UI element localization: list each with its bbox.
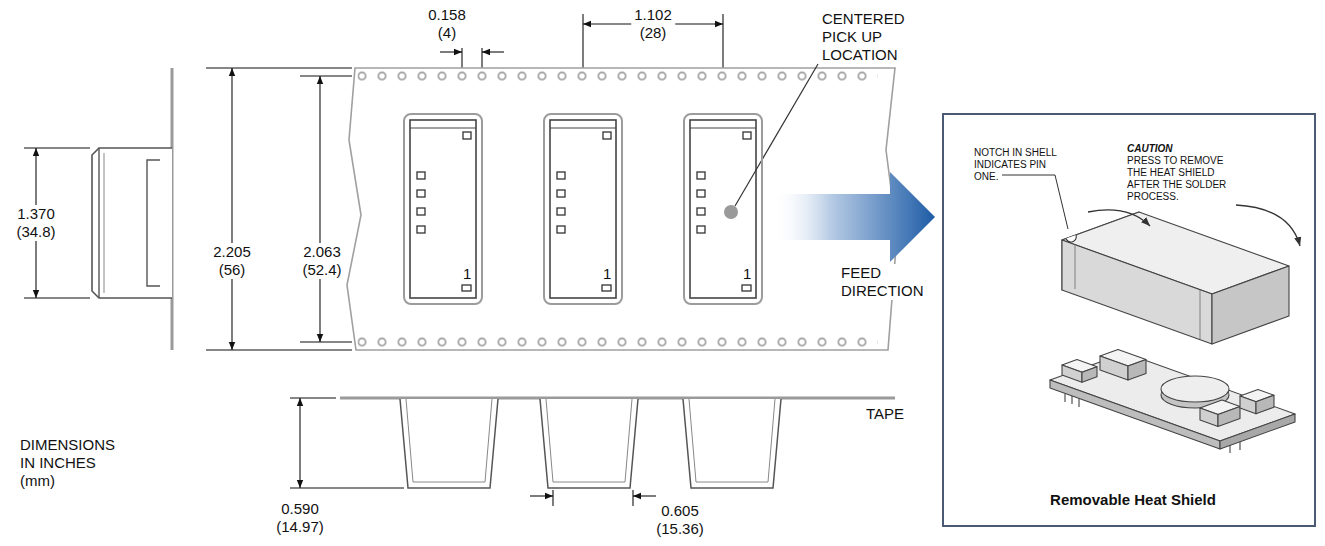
dimension-lines	[231, 68, 232, 350]
heat-shield-illustration	[1002, 175, 1300, 453]
side-view-part	[92, 148, 172, 298]
note-text: NOTCH IN SHELL INDICATES PIN ONE.	[974, 147, 1062, 183]
heat-shield-illustration	[1236, 205, 1300, 246]
dimension-lines	[482, 51, 504, 52]
feed-arrow	[772, 172, 935, 262]
inset-panel: NOTCH IN SHELL INDICATES PIN ONE. CAUTION…	[942, 113, 1316, 527]
dimension-lines	[319, 76, 320, 342]
heat-shield-illustration	[1062, 365, 1082, 382]
dimension-lines	[300, 75, 352, 76]
direction-label: FEED DIRECTION	[838, 264, 927, 300]
heat-shield-illustration	[1218, 407, 1240, 427]
side-view-part	[104, 153, 105, 293]
pick-up-marker	[724, 205, 738, 219]
side-view-part	[147, 160, 160, 286]
dimension-lines	[299, 398, 300, 488]
dimension-label: 1.370 (34.8)	[13, 205, 58, 241]
heat-shield-illustration	[1200, 290, 1201, 339]
dimension-lines	[633, 495, 656, 496]
pin-one-mark: 1	[743, 265, 751, 283]
heat-shield-illustration	[1065, 394, 1240, 453]
dimension-lines	[206, 349, 352, 350]
dimension-lines	[530, 495, 553, 496]
heat-shield-illustration	[1088, 210, 1150, 226]
heat-shield-illustration	[1256, 395, 1274, 414]
dimension-lines	[24, 297, 90, 298]
callout-note: CENTERED PICK UP LOCATION	[822, 10, 922, 64]
dimension-label: 0.605 (15.36)	[656, 502, 704, 538]
dimension-lines	[632, 490, 633, 506]
pick-up-marker	[735, 64, 818, 206]
heat-shield-illustration	[1240, 396, 1256, 414]
tape-side-view	[406, 399, 492, 482]
part-name: TAPE	[866, 405, 904, 423]
heat-shield-illustration	[1062, 240, 1212, 344]
carrier-tape	[550, 120, 616, 298]
dimension-lines	[290, 487, 404, 488]
dimension-lines	[300, 341, 352, 342]
feed-arrow	[772, 172, 935, 262]
carrier-tape	[410, 120, 476, 298]
pin-one-mark: 1	[603, 265, 611, 283]
carrier-tape	[358, 338, 878, 347]
caution-text: PRESS TO REMOVE THE HEAT SHIELD AFTER TH…	[1127, 155, 1231, 203]
heat-shield-illustration	[1200, 408, 1218, 427]
carrier-tape	[690, 120, 756, 298]
dimension-lines	[206, 67, 352, 68]
carrier-pocket: 1	[403, 113, 483, 305]
dimension-label: 2.063 (52.4)	[299, 243, 344, 279]
dimension-lines	[440, 51, 462, 52]
tape-side-view	[683, 399, 781, 488]
side-view-part	[98, 148, 99, 298]
heat-shield-illustration	[1161, 376, 1229, 402]
figure-caption: Removable Heat Shield	[948, 491, 1318, 509]
heat-shield-illustration	[1002, 175, 1068, 229]
pin-one-mark: 1	[463, 265, 471, 283]
caution-heading: CAUTION	[1127, 143, 1173, 155]
carrier-pocket: 1	[683, 113, 763, 305]
dimension-label: 2.205 (56)	[210, 243, 254, 279]
tape-side-view	[400, 399, 498, 488]
dimension-lines	[552, 490, 553, 506]
carrier-tape	[358, 72, 878, 81]
heat-shield-illustration	[1066, 235, 1076, 242]
dimension-label: 0.590 (14.97)	[276, 500, 324, 536]
heat-shield-illustration	[1075, 245, 1076, 289]
tape-side-view	[340, 398, 895, 488]
heat-shield-illustration	[1212, 266, 1289, 344]
heat-shield-illustration	[1100, 356, 1128, 380]
heat-shield-illustration	[1082, 367, 1097, 383]
dimension-lines	[290, 397, 336, 398]
dimension-label: 1.102 (28)	[631, 6, 675, 42]
dimension-label: 0.158 (4)	[428, 6, 466, 42]
carrier-pocket: 1	[543, 113, 623, 305]
side-view-part	[92, 68, 172, 350]
tape-side-view	[540, 399, 638, 488]
units-note: DIMENSIONS IN INCHES (mm)	[20, 436, 120, 490]
dimension-lines	[24, 147, 90, 148]
tape-side-view	[546, 399, 632, 482]
heat-shield-illustration	[1128, 360, 1146, 381]
tape-side-view	[689, 399, 775, 482]
